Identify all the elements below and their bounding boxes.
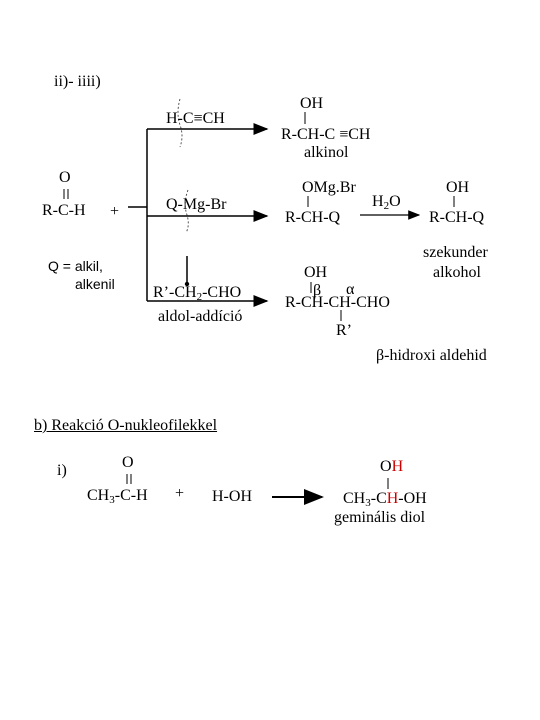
diol-label: geminális diol [334, 509, 426, 526]
p2b-label-1: szekunder [423, 244, 488, 261]
water-reagent: H2O [372, 193, 401, 212]
q-definition: Q = alkil, [48, 258, 103, 274]
p2b-formula: R-CH-Q [429, 209, 485, 226]
p2-formula: R-CH-Q [285, 209, 341, 226]
p2b-label-2: alkohol [433, 264, 481, 281]
reagent-grignard: Q-Mg-Br [166, 196, 227, 213]
acetaldehyde-oxygen: O [122, 454, 134, 471]
aldehyde-formula: R-C-H [42, 202, 86, 219]
aldehyde-plus: + [110, 203, 120, 220]
p1-formula: R-CH-C ≡CH [281, 126, 371, 143]
cleavage-mark-2 [184, 189, 189, 234]
arrow-down-dot [184, 281, 190, 287]
diol-formula: CH3-CH-OH [343, 490, 427, 509]
aldehyde-oxygen: O [59, 169, 71, 186]
p2-omgbr: OMg.Br [302, 179, 356, 196]
p3-hydroxyl: OH [304, 264, 328, 281]
section-b-plus: + [175, 485, 185, 502]
p1-hydroxyl: OH [300, 95, 324, 112]
aldol-label: aldol-addíció [158, 308, 243, 325]
q-alkenil: alkenil [75, 276, 115, 292]
p2b-hydroxyl: OH [446, 179, 470, 196]
water-formula: H-OH [212, 488, 252, 505]
p1-label: alkinol [304, 144, 349, 161]
diol-hydroxyl: OH [380, 458, 404, 475]
section-b-title: b) Reakció O-nukleofilekkel [34, 417, 218, 434]
p3-alpha: α [346, 281, 355, 298]
reagent-acetylene: H-C≡CH [166, 110, 225, 127]
item-number: i) [57, 462, 67, 479]
section-header: ii)- iiii) [54, 73, 101, 90]
reagent-aldehyde: R’-CH2-CHO [153, 284, 242, 303]
p3-beta: β [313, 282, 322, 299]
p3-r-prime: R’ [336, 322, 352, 339]
acetaldehyde-formula: CH3-C-H [87, 487, 148, 506]
p3-label: β-hidroxi aldehid [376, 347, 487, 364]
p3-formula: R-CH-CH-CHO [285, 294, 390, 311]
